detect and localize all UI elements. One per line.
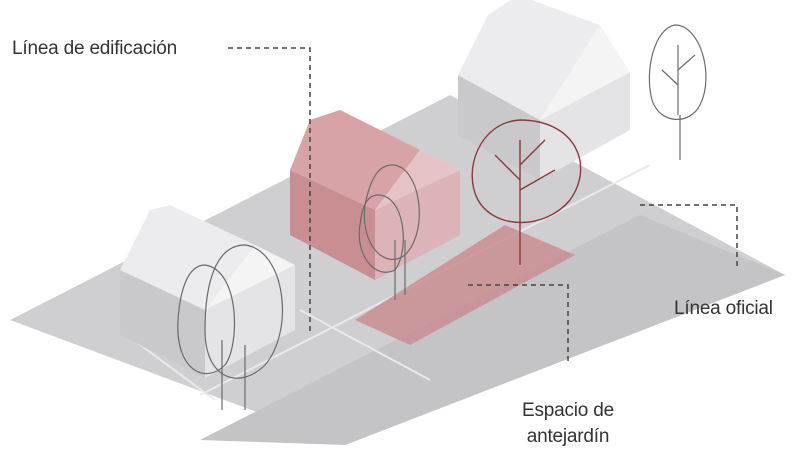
leader-building-line — [228, 47, 311, 335]
tree-red — [471, 119, 582, 265]
house-front — [120, 205, 295, 378]
label-building-line: Línea de edificación — [12, 38, 178, 59]
tree-back — [648, 24, 707, 160]
tree-middle — [358, 164, 420, 300]
tree-front — [177, 244, 284, 410]
leader-lines — [228, 47, 738, 365]
label-front-yard-line2: antejardín — [526, 426, 610, 447]
street-edge — [200, 215, 785, 445]
label-official-line: Línea oficial — [674, 298, 773, 319]
house-back — [458, 0, 630, 180]
house-highlighted — [290, 110, 460, 280]
leader-front-yard — [468, 284, 569, 365]
label-front-yard-line1: Espacio de — [521, 400, 614, 421]
